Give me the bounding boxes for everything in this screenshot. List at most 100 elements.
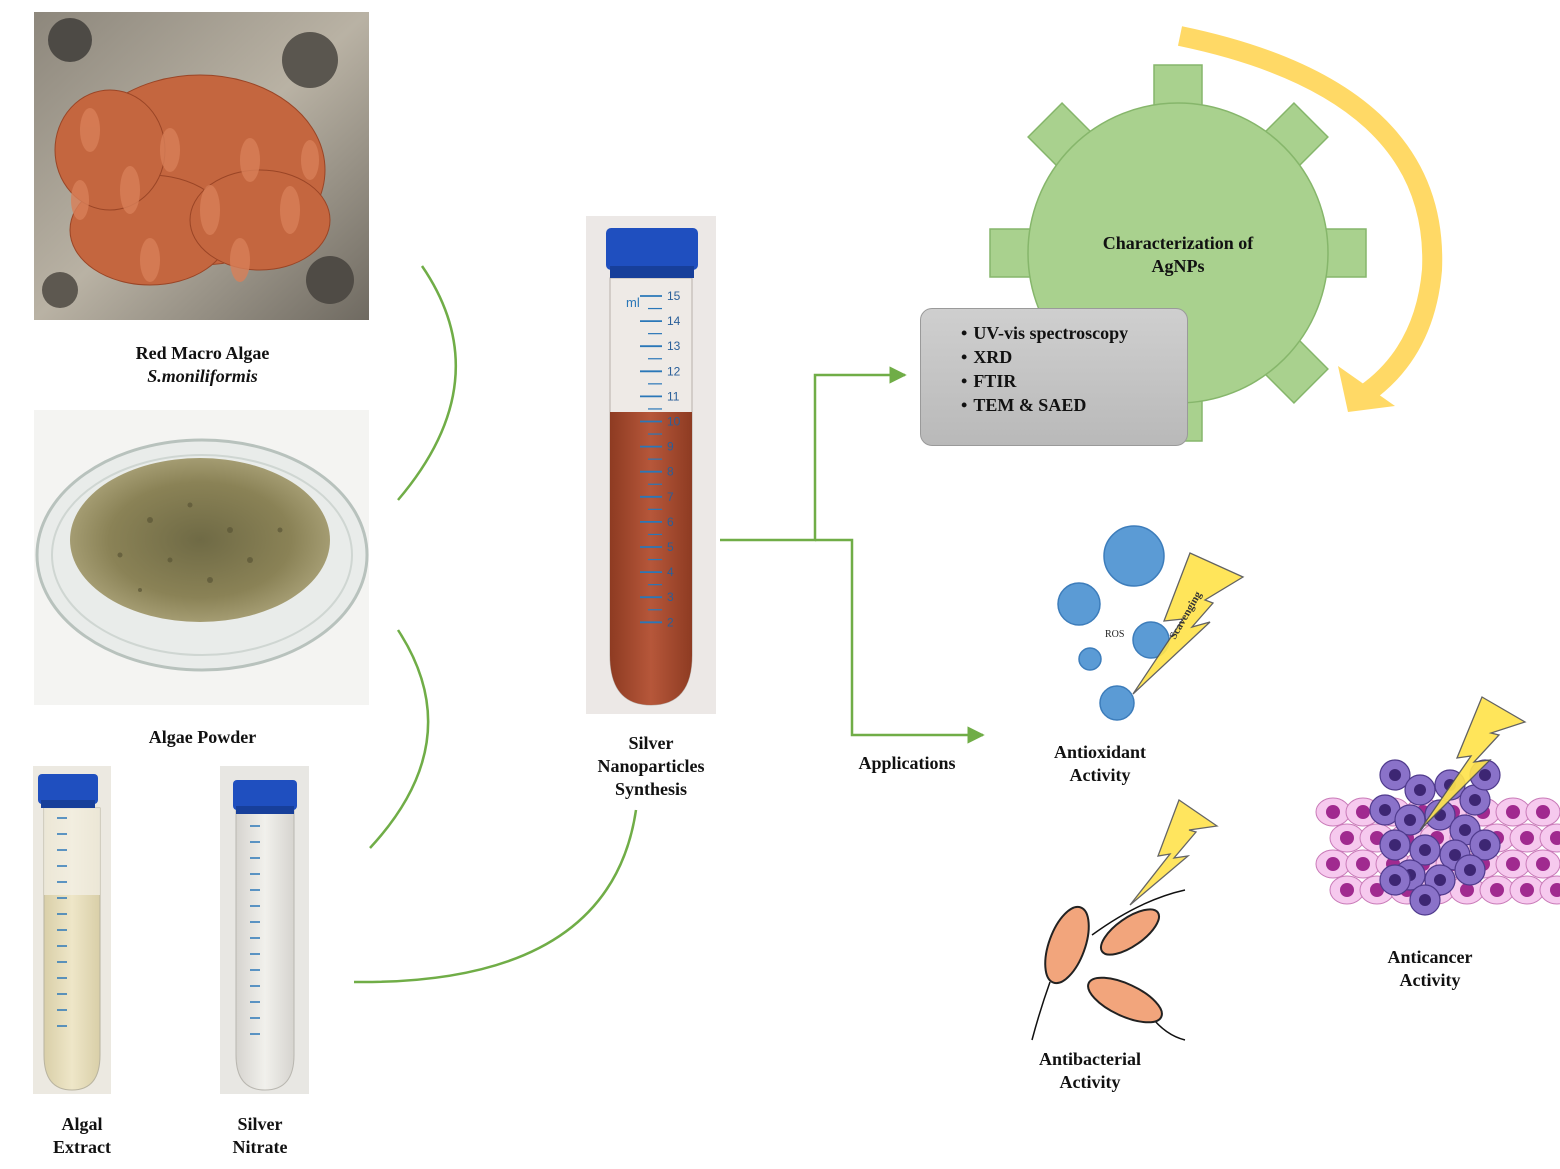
flow-arrow-to-characterization	[720, 366, 907, 542]
cell-nucleus	[1326, 857, 1340, 871]
antibacterial-illustration	[1031, 798, 1219, 1041]
method-item: UV-vis spectroscopy	[961, 321, 1187, 345]
algal-extract-label: Algal Extract	[32, 1113, 132, 1159]
cycle-arrow	[1177, 26, 1443, 412]
lightning-icon	[1129, 798, 1219, 906]
tube-mark-label: 7	[667, 490, 674, 504]
algae-species: S.moniliformis	[147, 366, 258, 386]
antioxidant-illustration: ROS Scavenging	[1057, 525, 1245, 721]
cell-nucleus	[1460, 883, 1474, 897]
algae-title: Red Macro Algae	[135, 343, 270, 363]
synthesis-label-line3: Synthesis	[614, 779, 688, 799]
algae-powder-label: Algae Powder	[148, 727, 257, 747]
tube-mark-label: 10	[667, 415, 681, 429]
anticancer-label-line2: Activity	[1399, 970, 1461, 990]
tube-mark-label: 12	[667, 364, 681, 378]
bacterium-icon	[1044, 905, 1090, 985]
antibacterial-label-line1: Antibacterial	[1039, 1049, 1141, 1069]
anticancer-label-line1: Anticancer	[1387, 947, 1473, 967]
red-macro-algae-photo	[34, 12, 369, 320]
synthesis-label: Silver Nanoparticles Synthesis	[571, 732, 731, 801]
cell-nucleus	[1520, 831, 1534, 845]
tube-mark-label: 14	[667, 314, 681, 328]
cell-nucleus	[1340, 883, 1354, 897]
algal-extract-label-line1: Algal	[61, 1114, 103, 1134]
cell-nucleus	[1506, 805, 1520, 819]
method-item: TEM & SAED	[961, 393, 1187, 417]
cancer-cell-nucleus	[1419, 894, 1431, 906]
antioxidant-label-line2: Activity	[1069, 765, 1131, 785]
lightning-icon	[1419, 696, 1527, 831]
cell-nucleus	[1550, 883, 1560, 897]
cell-nucleus	[1490, 883, 1504, 897]
cell-nucleus	[1506, 857, 1520, 871]
cell-nucleus	[1356, 857, 1370, 871]
cancer-cell-nucleus	[1464, 864, 1476, 876]
antibacterial-label-line2: Activity	[1059, 1072, 1121, 1092]
method-item: XRD	[961, 345, 1187, 369]
characterization-title-line1: Characterization of	[1102, 233, 1254, 253]
tube-mark-label: 4	[667, 565, 674, 579]
ros-bubble	[1103, 525, 1165, 587]
silver-nitrate-tube	[220, 766, 309, 1094]
scavenging-lightning-icon	[1132, 552, 1245, 695]
cancer-cell-nucleus	[1434, 874, 1446, 886]
tube-unit-label: ml	[626, 295, 640, 310]
synthesis-label-line2: Nanoparticles	[597, 756, 705, 776]
cell-nucleus	[1536, 857, 1550, 871]
synthesis-label-line1: Silver	[628, 733, 674, 753]
algal-extract-label-line2: Extract	[53, 1137, 111, 1157]
cell-nucleus	[1550, 831, 1560, 845]
cancer-cell-nucleus	[1419, 844, 1431, 856]
characterization-methods-box: UV-vis spectroscopy XRD FTIR TEM & SAED	[920, 308, 1188, 446]
connector-curve-lower	[353, 809, 638, 984]
silver-nitrate-label: Silver Nitrate	[210, 1113, 310, 1159]
characterization-title: Characterization of AgNPs	[1058, 232, 1298, 278]
cancer-cell-nucleus	[1469, 794, 1481, 806]
antibacterial-label: Antibacterial Activity	[1015, 1048, 1165, 1094]
cancer-cell-nucleus	[1449, 849, 1461, 861]
anticancer-label: Anticancer Activity	[1360, 946, 1500, 992]
characterization-methods-list: UV-vis spectroscopy XRD FTIR TEM & SAED	[921, 309, 1187, 417]
bacterium-icon	[1087, 976, 1163, 1024]
characterization-title-line2: AgNPs	[1151, 256, 1205, 276]
cell-nucleus	[1520, 883, 1534, 897]
antioxidant-label: Antioxidant Activity	[1030, 741, 1170, 787]
applications-label: Applications	[858, 753, 956, 773]
cancer-cell-nucleus	[1459, 824, 1471, 836]
cancer-cell-nucleus	[1389, 769, 1401, 781]
cancer-cell-nucleus	[1404, 814, 1416, 826]
connector-curve-upper	[397, 265, 457, 501]
tube-mark-label: 6	[667, 515, 674, 529]
ros-bubble	[1057, 582, 1101, 626]
algae-label: Red Macro Algae S.moniliformis	[100, 342, 305, 388]
cancer-cell-nucleus	[1379, 804, 1391, 816]
ros-bubble	[1099, 685, 1135, 721]
cell-nucleus	[1356, 805, 1370, 819]
cell-nucleus	[1326, 805, 1340, 819]
algal-extract-tube	[33, 766, 111, 1094]
cancer-cell-nucleus	[1389, 839, 1401, 851]
antioxidant-label-line1: Antioxidant	[1053, 742, 1147, 762]
tube-mark-label: 13	[667, 339, 681, 353]
cancer-cell-nucleus	[1414, 784, 1426, 796]
cancer-cell-nucleus	[1479, 839, 1491, 851]
tube-mark-label: 8	[667, 465, 674, 479]
cell-nucleus	[1340, 831, 1354, 845]
flow-arrow-to-applications	[815, 538, 985, 744]
bacterium-icon	[1100, 908, 1160, 956]
anticancer-illustration	[1315, 696, 1560, 916]
silver-nitrate-label-line1: Silver	[237, 1114, 283, 1134]
connector-curve-middle	[369, 629, 430, 849]
tube-mark-label: 3	[667, 590, 674, 604]
cancer-cell-nucleus	[1479, 769, 1491, 781]
tube-mark-label: 9	[667, 440, 674, 454]
cell-nucleus	[1536, 805, 1550, 819]
tube-mark-label: 2	[667, 615, 674, 629]
tube-mark-label: 15	[667, 289, 681, 303]
tube-mark-label: 11	[667, 389, 680, 403]
cell-nucleus	[1370, 883, 1384, 897]
